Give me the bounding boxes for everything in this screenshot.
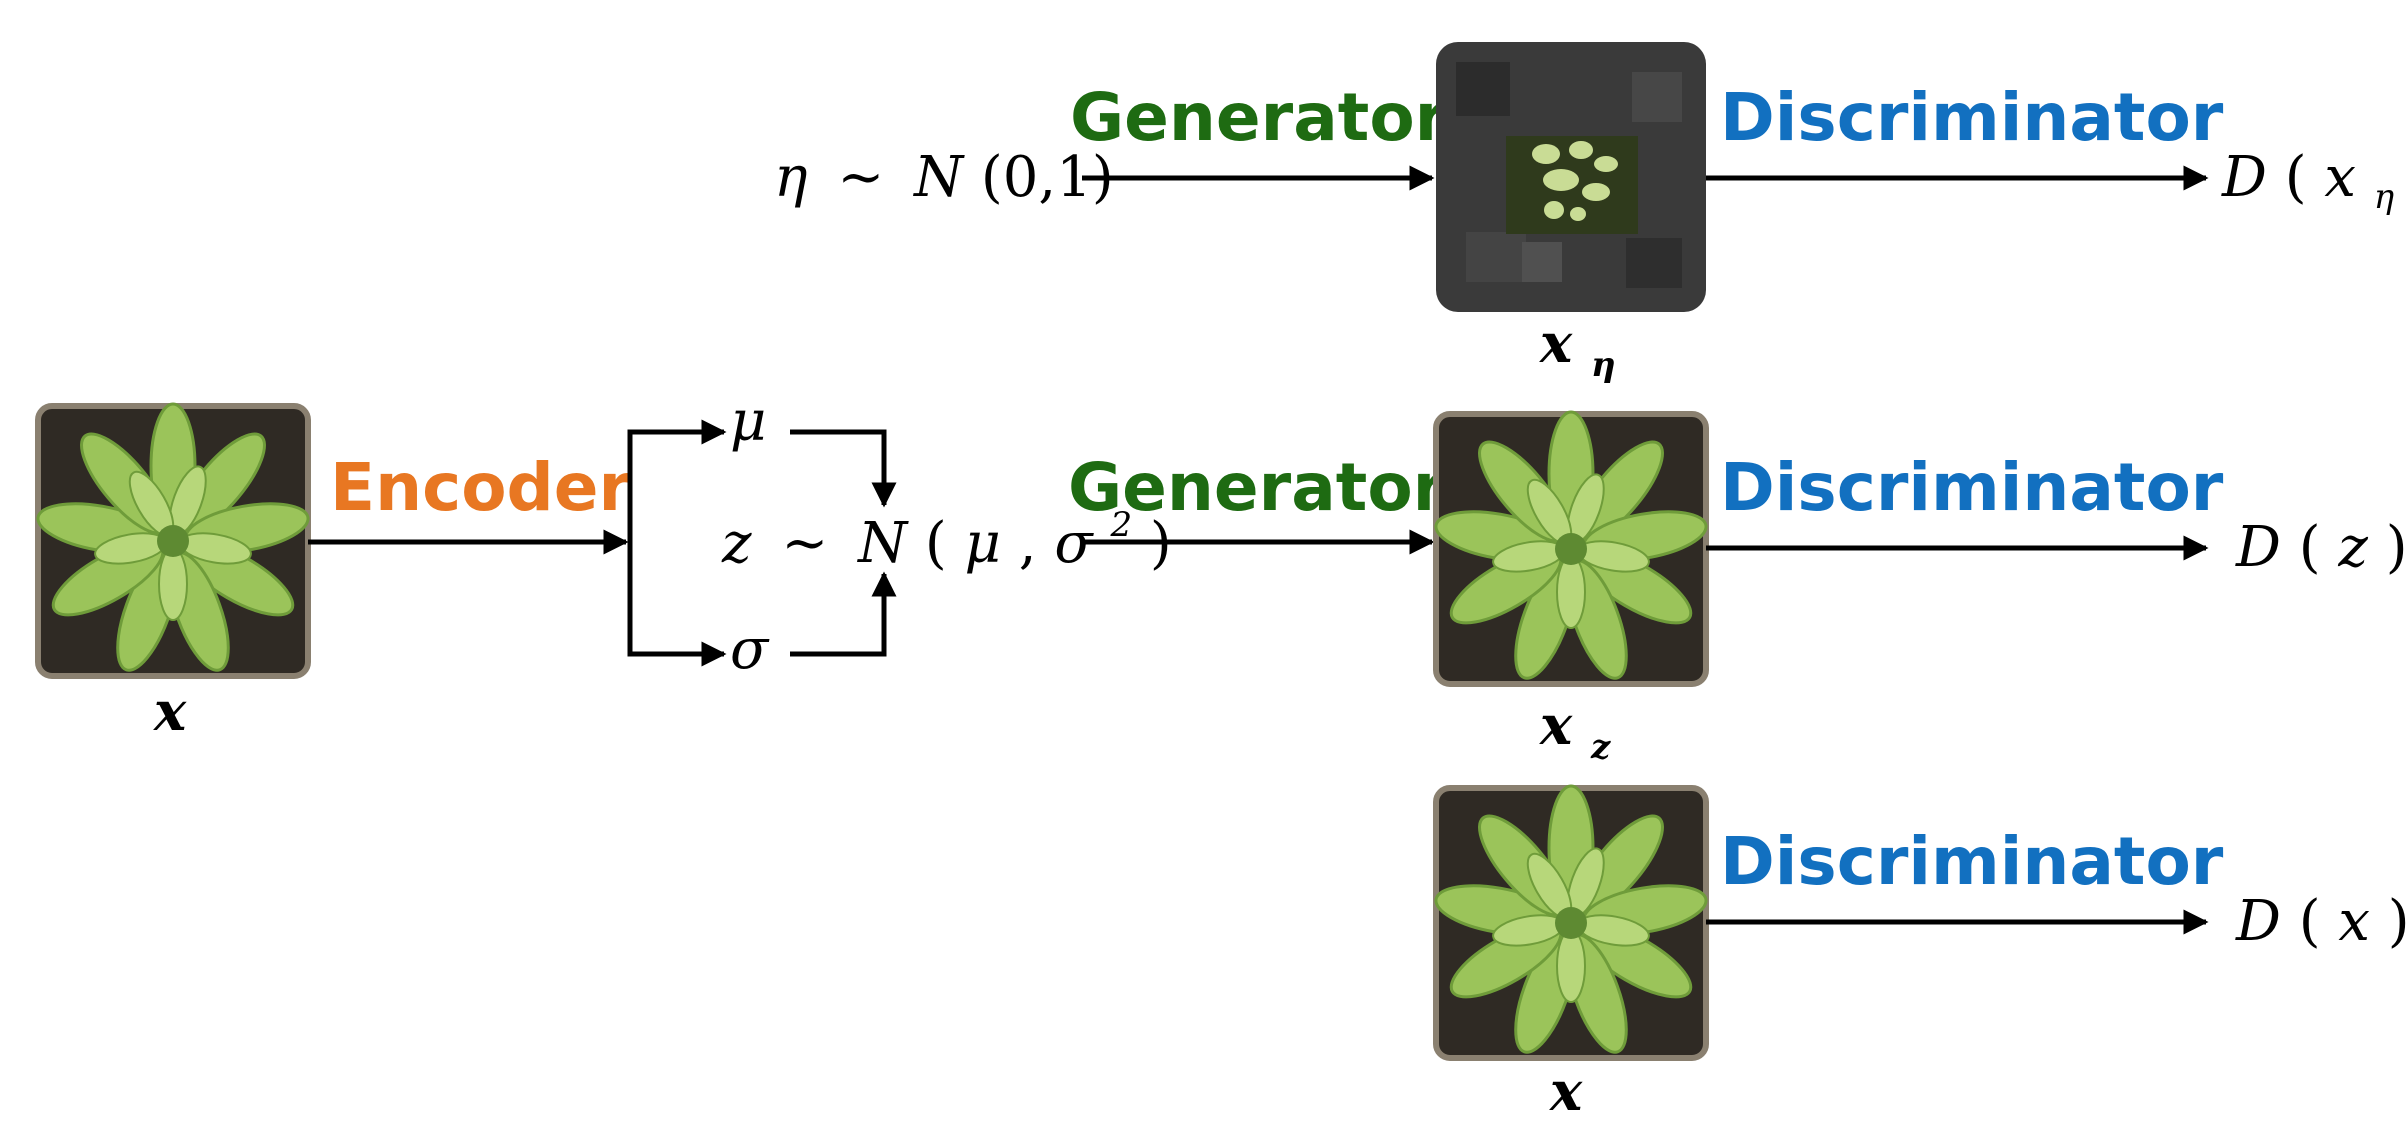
output-D-latent: D ( z ) [2235,515,2406,580]
generated-latent-image [1432,412,1709,685]
input-image [34,404,311,677]
discriminator-label-noise: Discriminator [1720,79,2224,156]
real-image [1432,786,1709,1059]
noise-distribution: η ~ N (0,1) [774,145,1114,210]
generated-latent-image-label: x z [1539,693,1611,767]
noise-row: η ~ N (0,1) Generator x η Discriminator … [774,42,2406,385]
input-image-label: x [153,679,187,743]
arrow-mu-to-z [790,429,897,508]
discriminator-label-real: Discriminator [1720,823,2224,900]
generator-label-latent: Generator [1068,449,1446,526]
generated-noise-image-label: x η [1539,311,1616,385]
discriminator-label-latent: Discriminator [1720,449,2224,526]
generator-label-noise: Generator [1070,79,1448,156]
arrow-to-mu [627,419,727,542]
real-image-label: x [1549,1059,1583,1123]
eta-symbol: η [774,145,808,210]
sigma-symbol: σ [730,617,770,682]
latent-distribution: z ~ N ( μ , σ 2 ) [721,485,1172,576]
eta-normal-N: N [912,145,965,210]
arrow-sigma-to-z [790,571,897,657]
real-row: x Discriminator D ( x ) [1432,786,2406,1123]
latent-row: x Encoder μ σ z ~ N ( μ , σ 2 ) Generato… [34,389,2406,767]
mu-symbol: μ [730,389,766,454]
generated-noise-image [1436,42,1706,312]
eta-tilde: ~ [837,145,884,210]
output-D-noise: D ( x η ) [2221,145,2406,222]
encoder-label: Encoder [330,449,632,526]
output-D-real: D ( x ) [2235,889,2406,954]
arrow-to-sigma [627,542,727,667]
